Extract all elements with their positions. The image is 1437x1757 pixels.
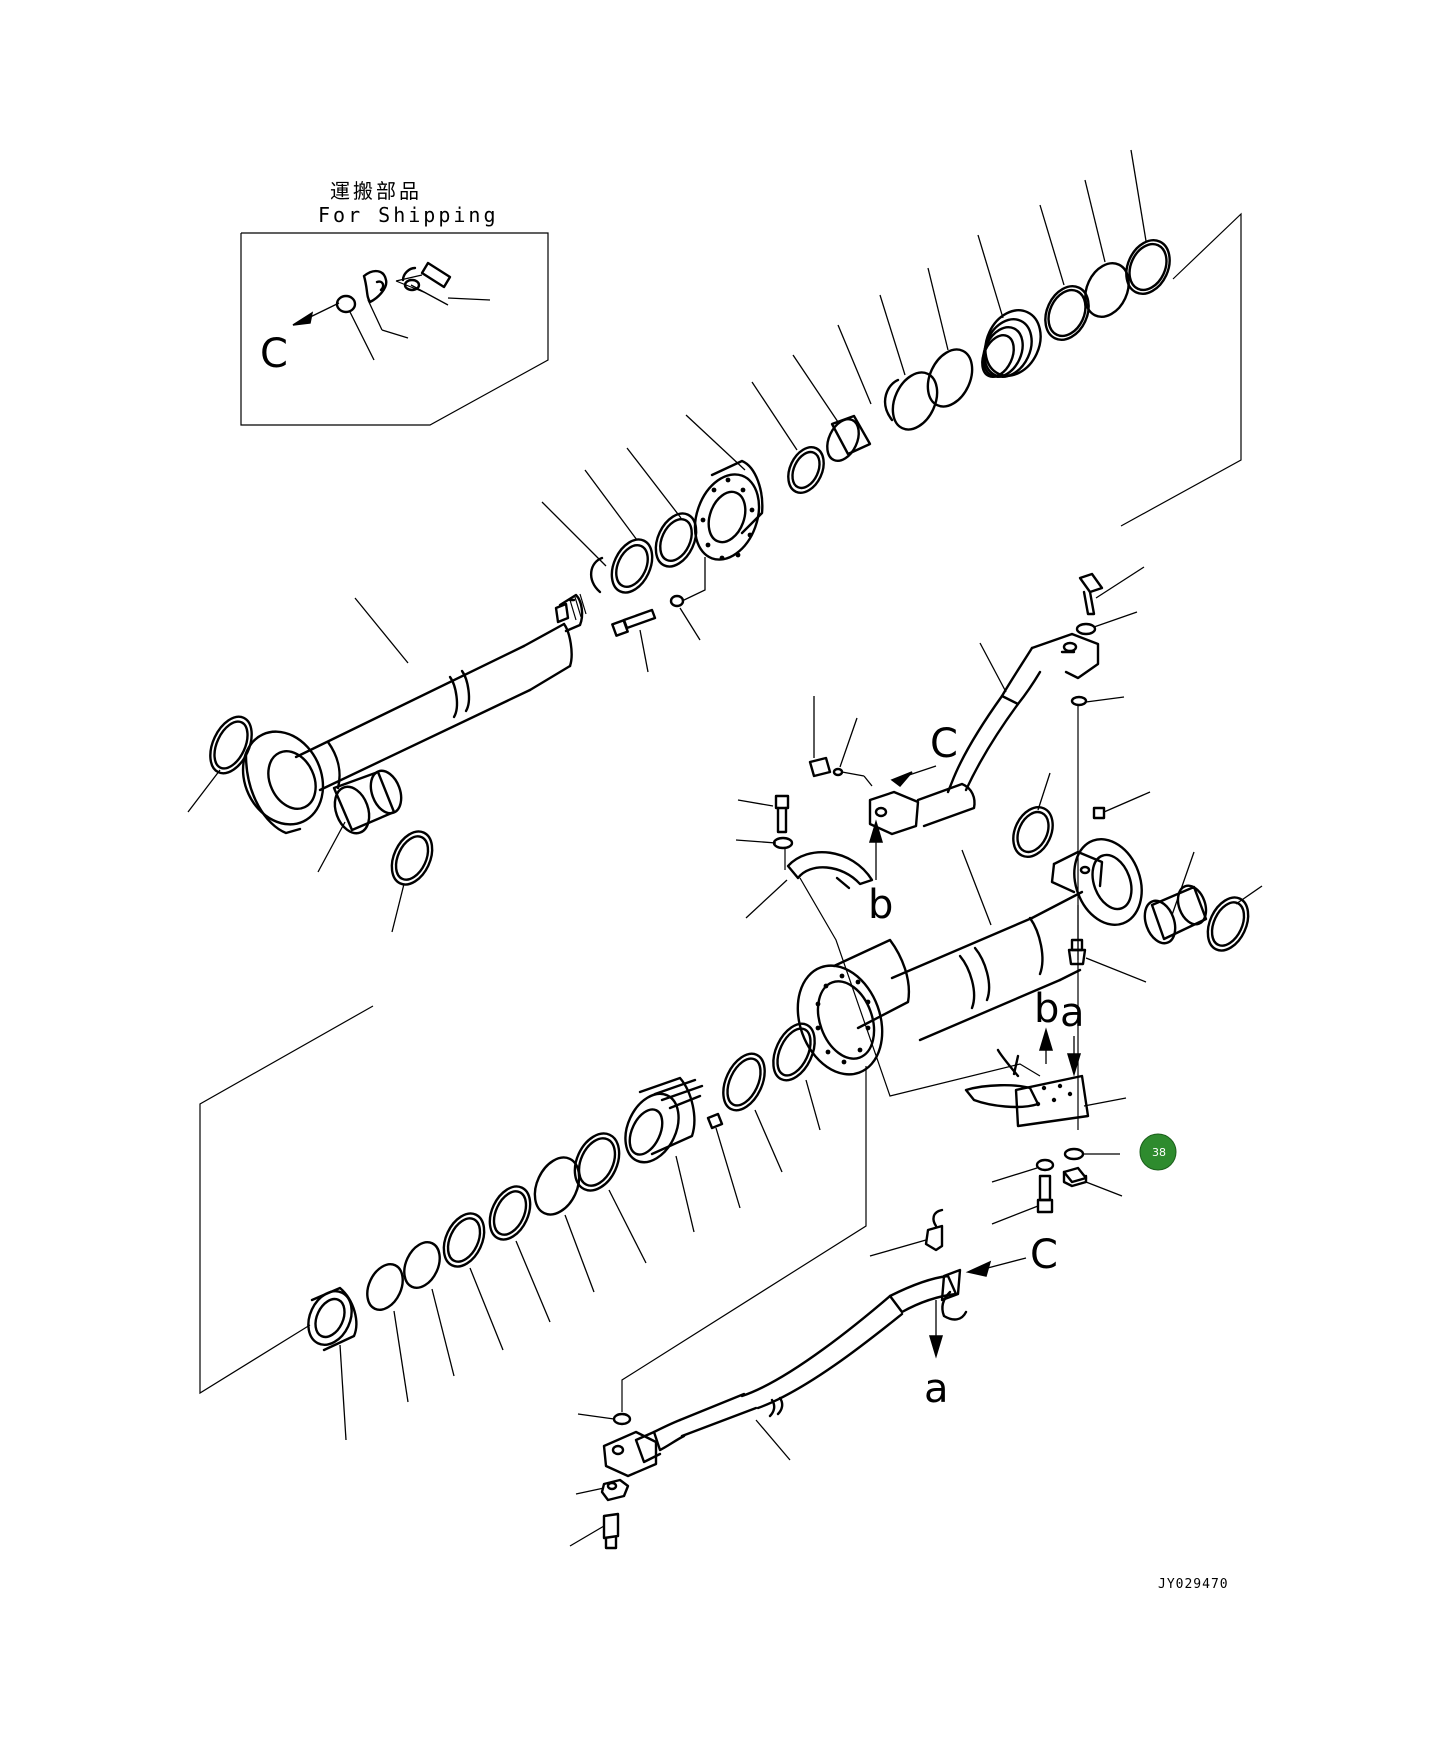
ref-b-right: b [1034,986,1059,1032]
piston-parts [307,1022,821,1441]
shipping-title-en: For Shipping [318,203,499,227]
ref-c-upper: C [930,721,958,767]
callout-number: 38 [1152,1146,1166,1159]
callout-badge[interactable] [1139,1133,1177,1171]
hose-upper: C b [808,566,1145,1130]
piston-rod [187,593,587,933]
clamp-lower: b a 38 [964,986,1177,1225]
ref-a-lower: a [924,1366,949,1412]
cylinder-head [590,459,764,673]
leaders-upper [541,149,1147,567]
seal-rings-upper [787,239,1171,494]
shipping-box: 運搬部品 For Shipping C [240,179,549,426]
ref-b-upper: b [868,882,893,928]
cylinder-tube [796,772,1263,1076]
shipping-title-jp: 運搬部品 [330,179,422,203]
clamp-upper [735,794,1041,1097]
ref-a-right: a [1060,990,1085,1036]
hose-lower: C a [569,1066,1058,1550]
drawing-code: JY029470 [1158,1577,1229,1592]
shipping-ref-c: C [260,331,288,377]
ref-c-lower: C [1030,1232,1058,1278]
